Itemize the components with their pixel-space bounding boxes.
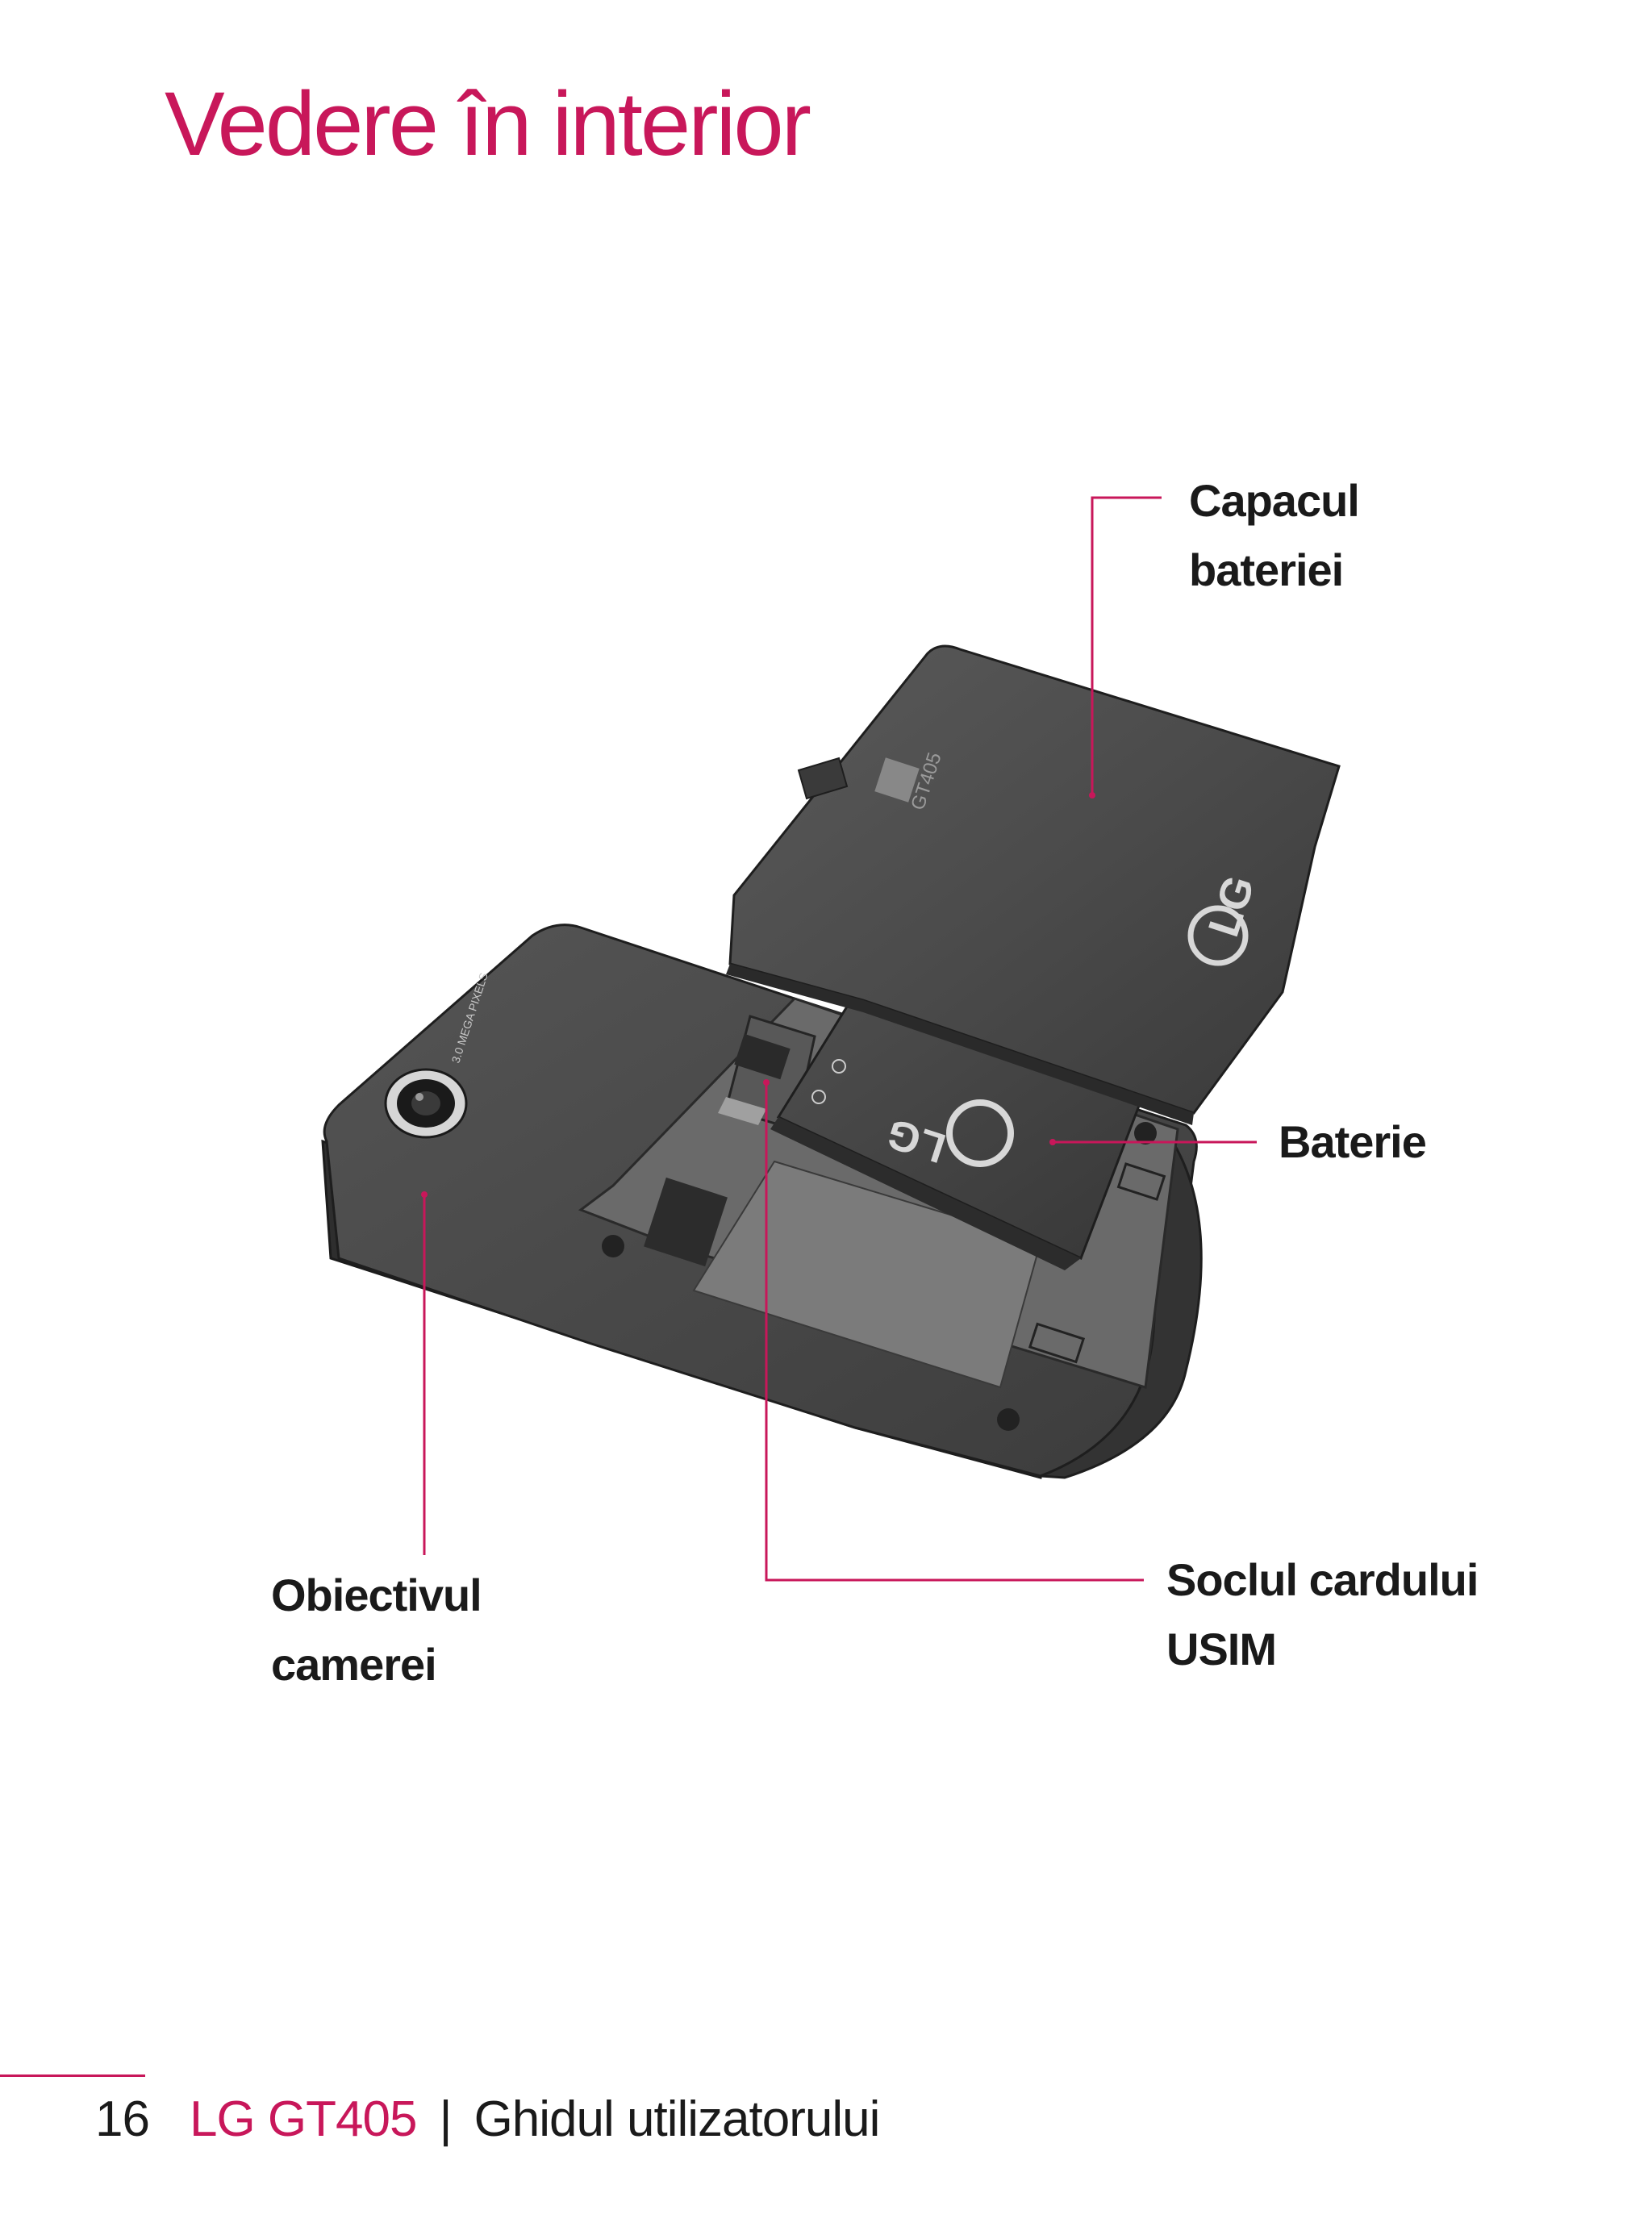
callout-battery-label: Baterie [1279, 1116, 1427, 1167]
lg-logo-icon [946, 1099, 1014, 1167]
battery-cover-illustration: GT405 LG [726, 644, 1341, 1125]
callout-camera-lens-line1: Obiectivul [271, 1570, 482, 1620]
footer-product: LG GT405 [189, 2091, 417, 2147]
callout-battery-cover: Capacul bateriei [1189, 466, 1360, 605]
callout-usim-slot-line1: Soclul cardului [1166, 1554, 1479, 1605]
callout-battery: Baterie [1279, 1107, 1427, 1177]
callout-camera-lens: Obiectivul camerei [271, 1561, 482, 1699]
footer-separator: | [439, 2091, 452, 2147]
camera-lens-icon [384, 1068, 468, 1139]
callout-battery-cover-line1: Capacul [1189, 475, 1360, 526]
callout-usim-slot: Soclul cardului USIM [1166, 1545, 1479, 1684]
footer: 16 LG GT405 | Ghidul utilizatorului [95, 2087, 881, 2152]
lg-logo-icon [1187, 905, 1249, 966]
callout-camera-lens-line2: camerei [271, 1639, 437, 1690]
footer-guide-title: Ghidul utilizatorului [473, 2091, 881, 2147]
page-number: 16 [95, 2091, 150, 2147]
callout-battery-cover-line2: bateriei [1189, 544, 1344, 595]
callout-leader-lines [421, 496, 1257, 1582]
footer-rule [0, 2074, 145, 2077]
page-title: Vedere în interior [165, 73, 811, 174]
callout-usim-slot-line2: USIM [1166, 1624, 1277, 1674]
